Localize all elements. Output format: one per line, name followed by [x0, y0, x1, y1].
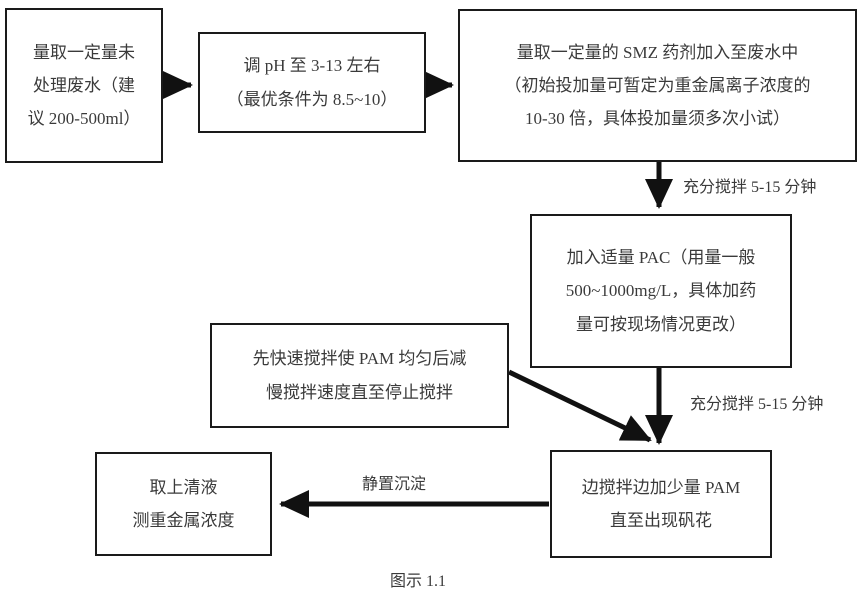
- node-line: 量取一定量未: [33, 42, 135, 62]
- node-line: 取上清液: [149, 477, 218, 497]
- node-add-smz[interactable]: 量取一定量的 SMZ 药剂加入至废水中 （初始投加量可暂定为重金属离子浓度的 1…: [458, 9, 857, 162]
- figure-caption: 图示 1.1: [390, 573, 447, 590]
- node-line: 议 200-500ml）: [27, 109, 141, 129]
- node-line: 先快速搅拌使 PAM 均匀后减: [252, 349, 467, 369]
- node-line: （初始投加量可暂定为重金属离子浓度的: [504, 75, 811, 95]
- node-adjust-ph[interactable]: 调 pH 至 3-13 左右 （最优条件为 8.5~10）: [198, 32, 426, 133]
- edge-label-stir-after-smz: 充分搅拌 5-15 分钟: [683, 179, 817, 196]
- node-line: 加入适量 PAC（用量一般: [566, 248, 756, 268]
- node-take-supernatant[interactable]: 取上清液 测重金属浓度: [95, 452, 272, 556]
- node-line: （最优条件为 8.5~10）: [226, 89, 398, 109]
- node-line: 10-30 倍，具体投加量须多次小试）: [525, 109, 790, 129]
- node-add-pam[interactable]: 边搅拌边加少量 PAM 直至出现矾花: [550, 450, 772, 558]
- node-add-pac[interactable]: 加入适量 PAC（用量一般 500~1000mg/L，具体加药 量可按现场情况更…: [530, 214, 792, 368]
- edge-label-settle: 静置沉淀: [362, 476, 427, 493]
- edge-stirnote-to-pam: [507, 369, 652, 443]
- node-line: 调 pH 至 3-13 左右: [243, 56, 381, 76]
- node-measure-wastewater[interactable]: 量取一定量未 处理废水（建 议 200-500ml）: [5, 8, 163, 163]
- node-line: 边搅拌边加少量 PAM: [581, 477, 741, 497]
- node-line: 慢搅拌速度直至停止搅拌: [266, 382, 453, 402]
- node-line: 量取一定量的 SMZ 药剂加入至废水中: [516, 42, 799, 62]
- node-line: 处理废水（建: [33, 75, 135, 95]
- node-line: 测重金属浓度: [132, 511, 235, 530]
- node-line: 500~1000mg/L，具体加药: [565, 281, 757, 301]
- node-line: 量可按现场情况更改）: [576, 314, 746, 334]
- node-stir-pam-note[interactable]: 先快速搅拌使 PAM 均匀后减 慢搅拌速度直至停止搅拌: [210, 323, 509, 428]
- node-line: 直至出现矾花: [610, 511, 712, 530]
- edge-label-stir-after-pac: 充分搅拌 5-15 分钟: [690, 396, 824, 413]
